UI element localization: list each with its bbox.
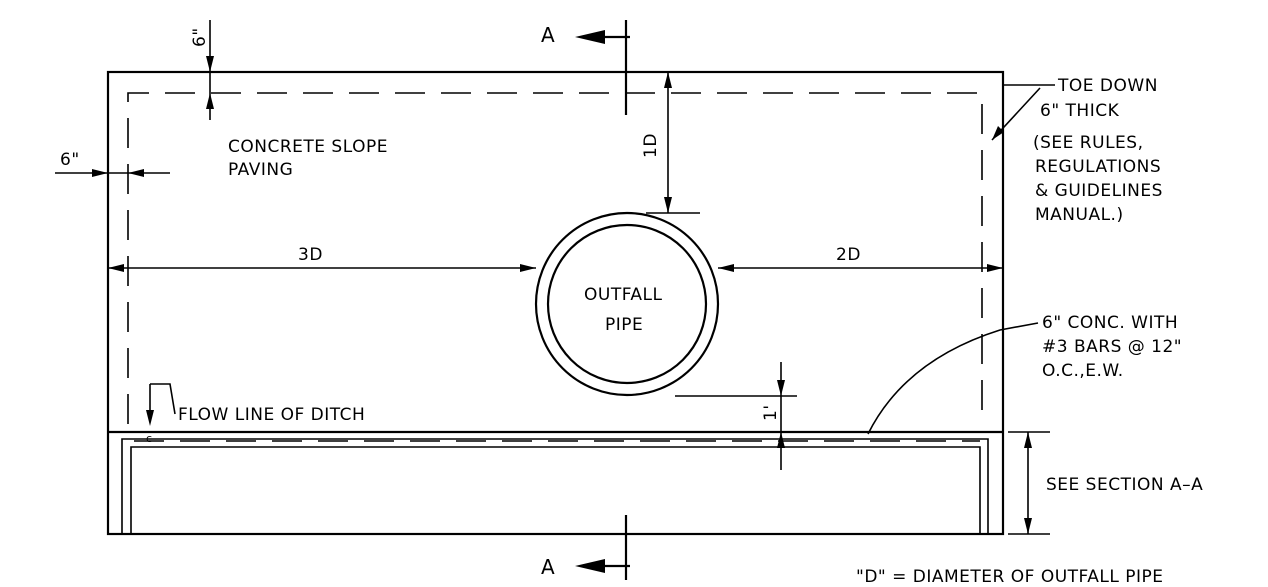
dim-6-top-label: 6" [190,27,210,47]
dim-arrow [92,169,108,177]
toe-down-dashed-line [127,92,983,424]
see-rules-3: & GUIDELINES [1035,181,1163,201]
ditch-inner-outline-2 [130,446,981,534]
dim-arrow [777,432,785,448]
flow-line-arrow [146,410,154,426]
dim-6-left-label: 6" [60,150,80,170]
toe-down-label: TOE DOWN [1057,76,1158,96]
outfall-pipe-outer [534,211,720,397]
dim-1d-label: 1D [641,133,661,158]
outfall-pipe-inner [546,223,708,385]
section-arrow-bottom [575,559,605,573]
dim-arrow [664,72,672,88]
pipe-label: PIPE [605,315,643,335]
conc-label-1: 6" CONC. WITH [1042,313,1178,333]
dim-arrow [718,264,734,272]
section-label-bottom: A [541,555,555,579]
dim-2d-label: 2D [836,245,861,265]
concrete-label: CONCRETE SLOPE [228,137,388,157]
dim-arrow [664,197,672,213]
conc-label-3: O.C.,E.W. [1042,361,1124,381]
d-definition-label: "D" = DIAMETER OF OUTFALL PIPE [856,567,1164,587]
dim-arrow [987,264,1003,272]
conc-label-2: #3 BARS @ 12" [1042,337,1182,357]
dim-3d-label: 3D [298,245,323,265]
flow-line-leader-2 [150,383,176,415]
dim-arrow [1024,518,1032,534]
section-arrow-top [575,30,605,44]
leader-arrow [992,126,1004,140]
see-rules-1: (SEE RULES, [1033,133,1143,153]
slab-outline [106,70,1005,536]
dim-arrow [128,169,144,177]
section-label-top: A [541,23,555,47]
dim-1ft-label: 1' [761,405,781,422]
conc-leader [867,322,1039,435]
ditch-inner-outline [121,438,989,534]
flow-line-label: FLOW LINE OF DITCH [178,405,365,425]
outfall-label: OUTFALL [584,285,663,305]
dim-arrow [108,264,124,272]
dim-arrow [1024,432,1032,448]
thick-label: 6" THICK [1040,101,1120,121]
paving-label: PAVING [228,160,293,180]
flow-line-symbol: c [146,432,153,445]
dim-arrow [206,93,214,109]
see-rules-2: REGULATIONS [1035,157,1161,177]
see-rules-4: MANUAL.) [1035,205,1124,225]
dim-arrow [777,380,785,396]
dim-arrow [206,56,214,72]
dim-arrow [520,264,536,272]
see-section-label: SEE SECTION A–A [1046,475,1203,495]
